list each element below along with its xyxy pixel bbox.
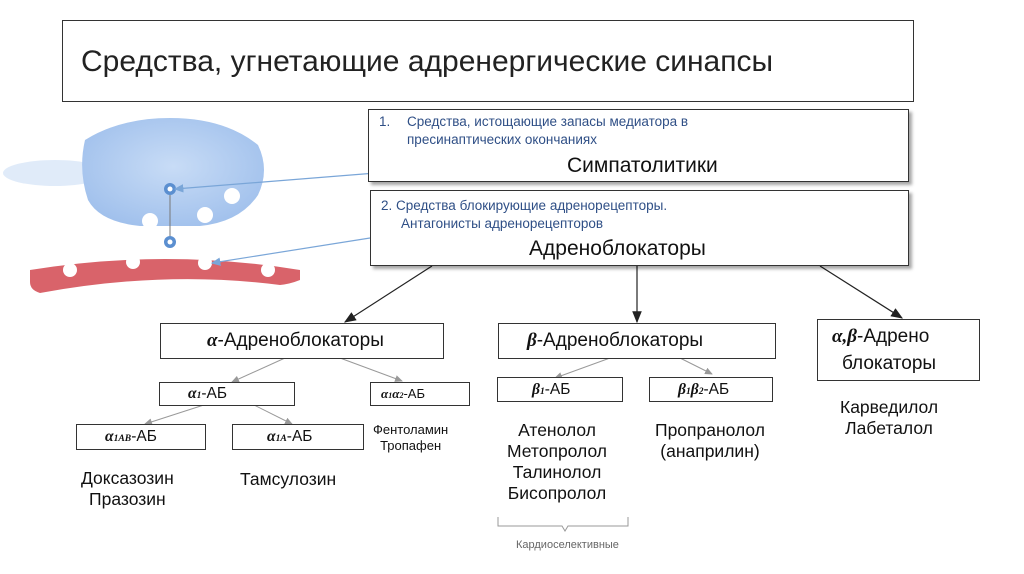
alpha1ab-drugs: Доксазозин Празозин <box>81 468 174 510</box>
beta1-drugs: Атенолол Метопролол Талинолол Бисопролол <box>507 420 607 504</box>
alpha1ab-label: α1AB-АБ <box>105 428 157 445</box>
synapse-illustration <box>3 118 377 293</box>
drug-item: Бисопролол <box>507 483 607 503</box>
beta1-label: β1-АБ <box>532 381 571 398</box>
sympatholytics-box: 1. Средства, истощающие запасы медиатора… <box>368 109 909 182</box>
drug-item: Тропафен <box>380 438 442 453</box>
drug-item: Метопролол <box>507 441 608 461</box>
group1-desc-line2: пресинаптических окончаниях <box>407 132 597 147</box>
alpha-blockers-box: α-Адреноблокаторы <box>160 323 444 359</box>
drug-item: Доксазозин <box>81 468 174 488</box>
alpha1-alpha2-box: α1α2-АБ <box>370 382 470 406</box>
alpha1-alpha2-label: α1α2-АБ <box>381 386 425 401</box>
drug-item: Лабеталол <box>845 418 933 438</box>
beta1-box: β1-АБ <box>497 377 623 402</box>
alpha1-box: α1-АБ <box>159 382 295 406</box>
drug-item: Пропранолол <box>655 420 765 440</box>
title-box: Средства, угнетающие адренергические син… <box>62 20 914 102</box>
group2-desc-line1: 2. Средства блокирующие адренорецепторы. <box>381 198 668 213</box>
drug-item: Атенолол <box>518 420 596 440</box>
group2-desc-line2: Антагонисты адренорецепторов <box>401 216 604 231</box>
beta1-beta2-label: β1β2-АБ <box>678 381 730 398</box>
drug-item: Фентоламин <box>373 422 449 437</box>
alpha1a-box: α1A-АБ <box>232 424 364 450</box>
group2-name: Адреноблокаторы <box>529 237 706 260</box>
alpha1a-drugs: Тамсулозин <box>240 469 336 490</box>
alpha-beta-line2: блокаторы <box>842 353 937 374</box>
drug-item: Талинолол <box>512 462 602 482</box>
page-title: Средства, угнетающие адренергические син… <box>81 45 774 78</box>
drug-item: Тамсулозин <box>240 469 337 489</box>
drug-item: Карведилол <box>840 397 939 417</box>
beta1-beta2-drugs: Пропранолол (анаприлин) <box>655 420 765 462</box>
alpha-blockers-label: α-Адреноблокаторы <box>207 330 384 351</box>
group1-name: Симпатолитики <box>567 154 718 177</box>
adrenoblockers-box: 2. Средства блокирующие адренорецепторы.… <box>370 190 909 266</box>
alpha-beta-line1: α,β-Адрено <box>832 326 930 347</box>
group1-number: 1. <box>379 114 391 129</box>
beta-blockers-box: β-Адреноблокаторы <box>498 323 776 359</box>
alpha1ab-box: α1AB-АБ <box>76 424 206 450</box>
cardioselective-note: Кардиоселективные <box>516 539 619 551</box>
alpha-beta-drugs: Карведилол Лабеталол <box>840 397 938 439</box>
alpha-beta-blockers-box: α,β-Адрено блокаторы <box>817 319 980 381</box>
beta1-beta2-box: β1β2-АБ <box>649 377 773 402</box>
alpha1-alpha2-drugs: Фентоламин Тропафен <box>373 422 448 454</box>
drug-item: (анаприлин) <box>660 441 760 461</box>
alpha1a-label: α1A-АБ <box>267 428 313 445</box>
beta-blockers-label: β-Адреноблокаторы <box>527 330 704 351</box>
drug-item: Празозин <box>89 489 166 509</box>
alpha1-label: α1-АБ <box>188 385 228 402</box>
group1-desc-line1: Средства, истощающие запасы медиатора в <box>407 114 689 129</box>
